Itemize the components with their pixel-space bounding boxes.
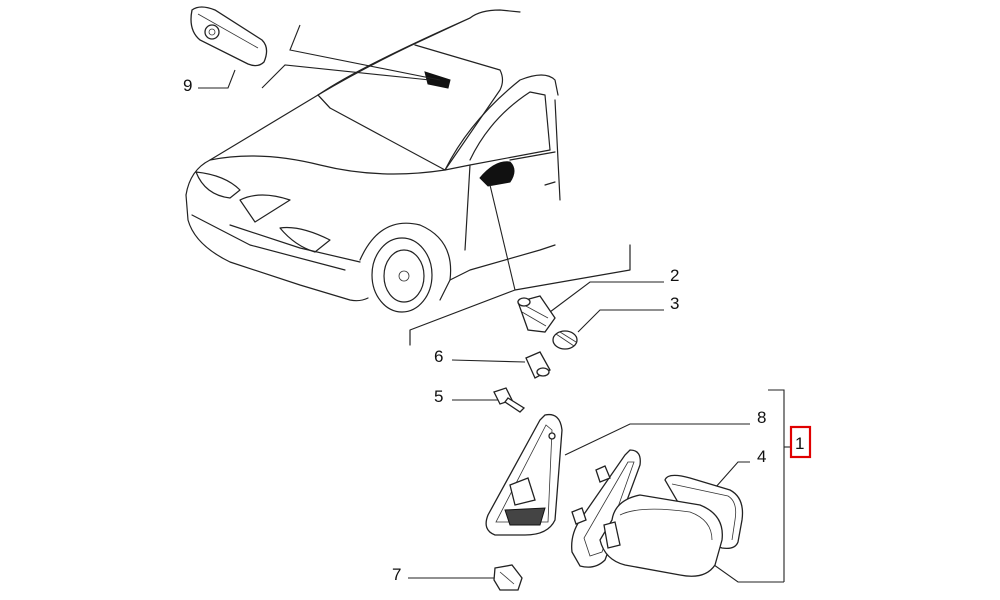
label-3: 3 — [670, 294, 679, 313]
nut-part-6 — [525, 351, 551, 379]
car-illustration — [185, 9, 631, 346]
label-7: 7 — [392, 565, 401, 584]
screw-part-5 — [493, 387, 526, 413]
label-9: 9 — [183, 76, 192, 95]
highlight-box — [789, 425, 812, 459]
trim-cover-part-8 — [485, 413, 563, 536]
label-4: 4 — [757, 447, 766, 466]
mirror-base-part — [571, 449, 641, 568]
label-6: 6 — [434, 347, 443, 366]
label-1: 1 — [795, 434, 804, 453]
label-5: 5 — [434, 387, 443, 406]
grommet-part-2 — [517, 295, 556, 333]
clip-part-7 — [493, 564, 523, 591]
mirror-housing-part — [599, 494, 723, 577]
interior-mirror-part — [190, 6, 268, 67]
label-8: 8 — [757, 408, 766, 427]
clip-part-3 — [552, 330, 578, 350]
label-2: 2 — [670, 266, 679, 285]
